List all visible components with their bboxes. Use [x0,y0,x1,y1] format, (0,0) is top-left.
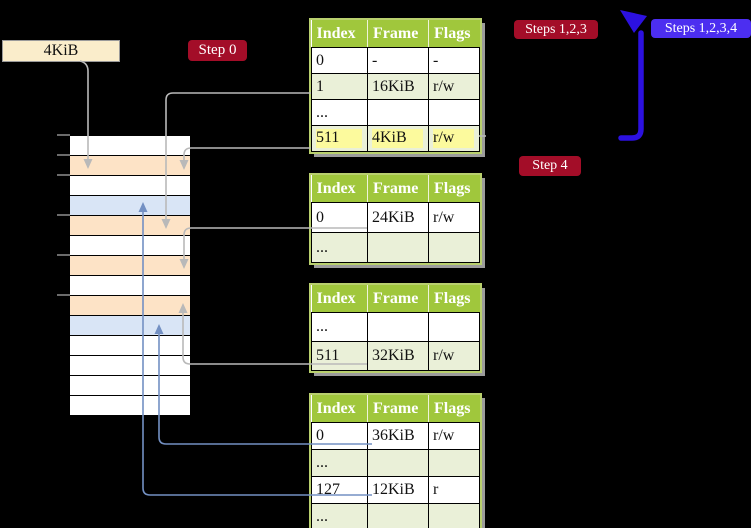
memory-row-white [70,176,190,196]
column-header-index: Index [311,285,368,313]
connector-table1-row511-to-memory [183,147,311,160]
badge-step-4: Step 4 [519,156,581,176]
table-row-highlighted: 511 4KiB r/w [311,125,480,152]
cell-frame: - [367,47,429,74]
cell-frame [367,99,429,126]
memory-row-orange [70,156,190,176]
cell-index: ... [311,99,368,126]
page-table-2: Index Frame Flags 0 24KiB r/w ... [309,173,482,265]
cell-flags [428,232,480,263]
memory-row-white [70,276,190,296]
cell-flags: - [428,47,480,74]
cell-frame [367,232,429,263]
cell-frame: 4KiB [367,125,429,152]
column-header-flags: Flags [428,20,480,48]
memory-row-blue [70,196,190,216]
cell-frame [367,449,429,477]
cell-index: ... [311,312,368,342]
column-header-flags: Flags [428,175,480,203]
cell-frame: 12KiB [367,476,429,504]
badge-steps-1-2-3-4: Steps 1,2,3,4 [651,19,751,38]
memory-row-orange [70,296,190,316]
memory-row-white [70,376,190,396]
cell-index: ... [311,503,368,528]
loop-arrow-steps-1-2-3-4 [618,30,644,141]
cell-frame: 36KiB [367,422,429,450]
cell-flags: r [428,476,480,504]
column-header-frame: Frame [367,285,429,313]
table-row: 1 16KiB r/w [311,73,480,100]
cell-flags: r/w [428,73,480,100]
cell-index: 1 [311,73,368,100]
cell-index: 511 [311,341,368,371]
loop-arrowhead-up-left [620,10,647,33]
table-row: ... [311,503,480,528]
cell-flags: r/w [428,341,480,371]
column-header-index: Index [311,175,368,203]
memory-row-orange [70,256,190,276]
memory-row-white [70,236,190,256]
table-row: ... [311,449,480,477]
cell-frame [367,503,429,528]
cell-flags [428,503,480,528]
cell-index: 0 [311,422,368,450]
cell-flags [428,312,480,342]
cell-frame: 16KiB [367,73,429,100]
column-header-flags: Flags [428,395,480,423]
column-header-frame: Frame [367,395,429,423]
column-header-frame: Frame [367,175,429,203]
memory-row-white [70,136,190,156]
cell-index: 0 [311,47,368,74]
memory-row-white [70,396,190,416]
cell-flags [428,99,480,126]
badge-step-0: Step 0 [188,40,247,61]
table-row: ... [311,232,480,263]
cell-index: 127 [311,476,368,504]
cell-flags: r/w [428,125,480,152]
memory-row-white [70,336,190,356]
column-header-index: Index [311,395,368,423]
table-row: 511 32KiB r/w [311,341,480,371]
cell-flags: r/w [428,202,480,233]
cell-frame [367,312,429,342]
cell-frame: 32KiB [367,341,429,371]
cell-index: 511 [311,125,368,152]
cell-index: ... [311,232,368,263]
page-table-4: Index Frame Flags 0 36KiB r/w ... 127 [309,393,482,528]
memory-tick-marks [57,134,70,296]
page-size-label: 4KiB [2,40,120,62]
page-table-3: Index Frame Flags ... 511 32KiB r/w [309,283,482,373]
table-row: ... [311,312,480,342]
table-row: 0 36KiB r/w [311,422,480,450]
badge-steps-1-2-3: Steps 1,2,3 [514,20,598,39]
highlight: 511 [316,129,362,148]
table-row: 127 12KiB r [311,476,480,504]
cell-flags [428,449,480,477]
cell-flags: r/w [428,422,480,450]
memory-row-blue [70,316,190,336]
page-table-1: Index Frame Flags 0 - - 1 16KiB r/w ... [309,18,482,154]
column-header-index: Index [311,20,368,48]
table-row: 0 - - [311,47,480,74]
table-row: 0 24KiB r/w [311,202,480,233]
cell-index: ... [311,449,368,477]
cell-index: 0 [311,202,368,233]
highlight: 4KiB [372,129,423,148]
memory-row-white [70,356,190,376]
column-header-frame: Frame [367,20,429,48]
cell-frame: 24KiB [367,202,429,233]
memory-row-orange [70,216,190,236]
highlight: r/w [433,129,474,148]
column-header-flags: Flags [428,285,480,313]
table-row: ... [311,99,480,126]
memory-column [70,135,190,416]
